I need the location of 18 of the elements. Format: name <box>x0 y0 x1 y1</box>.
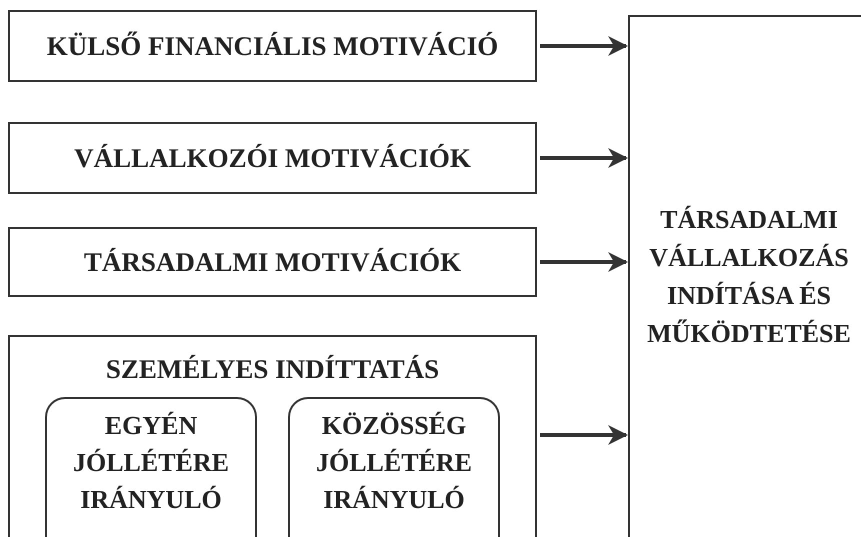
text-box <box>8 122 537 194</box>
box-label: EGYÉN JÓLLÉTÉRE IRÁNYULÓ <box>72 410 230 516</box>
arrow <box>540 252 628 272</box>
box-label: KÜLSŐ FINANCIÁLIS MOTIVÁCIÓ <box>46 30 498 63</box>
group-box <box>628 15 861 537</box>
text-box <box>45 397 257 537</box>
text-box <box>288 397 500 537</box>
box-label: TÁRSADALMI MOTIVÁCIÓK <box>84 246 462 279</box>
box-label: TÁRSADALMI VÁLLALKOZÁS INDÍTÁSA ÉS MŰKÖDTETÉSE <box>646 204 852 350</box>
box-label: KÖZÖSSÉG JÓLLÉTÉRE IRÁNYULÓ <box>314 410 474 516</box>
box-label: VÁLLALKOZÓI MOTIVÁCIÓK <box>74 142 471 175</box>
arrow <box>540 148 628 168</box>
text-box <box>8 227 537 297</box>
text-box <box>8 10 537 82</box>
group-box <box>8 335 537 537</box>
arrow <box>540 36 628 56</box>
arrow <box>540 425 628 445</box>
box-label: SZEMÉLYES INDÍTTATÁS <box>106 353 440 386</box>
